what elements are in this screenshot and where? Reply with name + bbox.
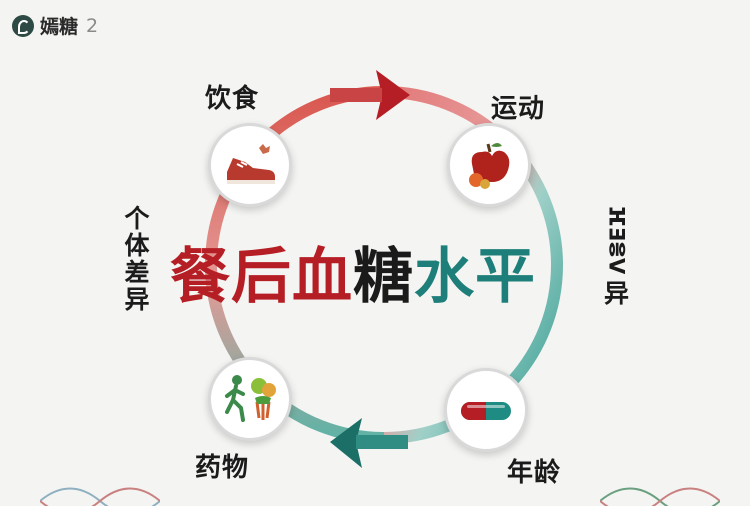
dna-left-icon (40, 487, 160, 506)
brand-name: 嫣糖 (40, 16, 79, 38)
brand-mark-icon (12, 14, 34, 37)
apple-fruit-icon (469, 143, 510, 189)
brand-number: 2 (86, 14, 99, 37)
node-age (444, 368, 528, 452)
node-medicine (208, 357, 292, 441)
title-black-part: 糖 (353, 242, 414, 312)
label-right-tail: 异 (604, 279, 630, 309)
brand-logo: 嫣糖 2 (12, 12, 98, 39)
dna-right-icon (600, 487, 720, 506)
label-medicine: 药物 (195, 453, 250, 483)
label-individual-difference: 个体差异 (121, 205, 150, 313)
arrow-top-icon (330, 70, 410, 120)
node-exercise (447, 123, 531, 207)
title-teal-part: 水平 (414, 242, 536, 312)
node-diet (208, 123, 292, 207)
central-title: 餐后血糖水平 (170, 228, 536, 315)
ring-left-arc (205, 86, 385, 444)
sneaker-icon (227, 144, 275, 184)
title-red-part: 餐后血 (170, 242, 353, 312)
label-right: ⴼⴺⴻⴸ 异 (604, 206, 629, 310)
arrow-bottom-icon (330, 418, 408, 468)
label-exercise: 运动 (491, 94, 546, 124)
capsule-icon (461, 402, 511, 420)
label-diet: 饮食 (205, 84, 260, 114)
label-age: 年龄 (507, 458, 562, 488)
runner-vegetables-icon (225, 375, 276, 422)
label-right-garbled: ⴼⴺⴻⴸ (604, 206, 629, 275)
